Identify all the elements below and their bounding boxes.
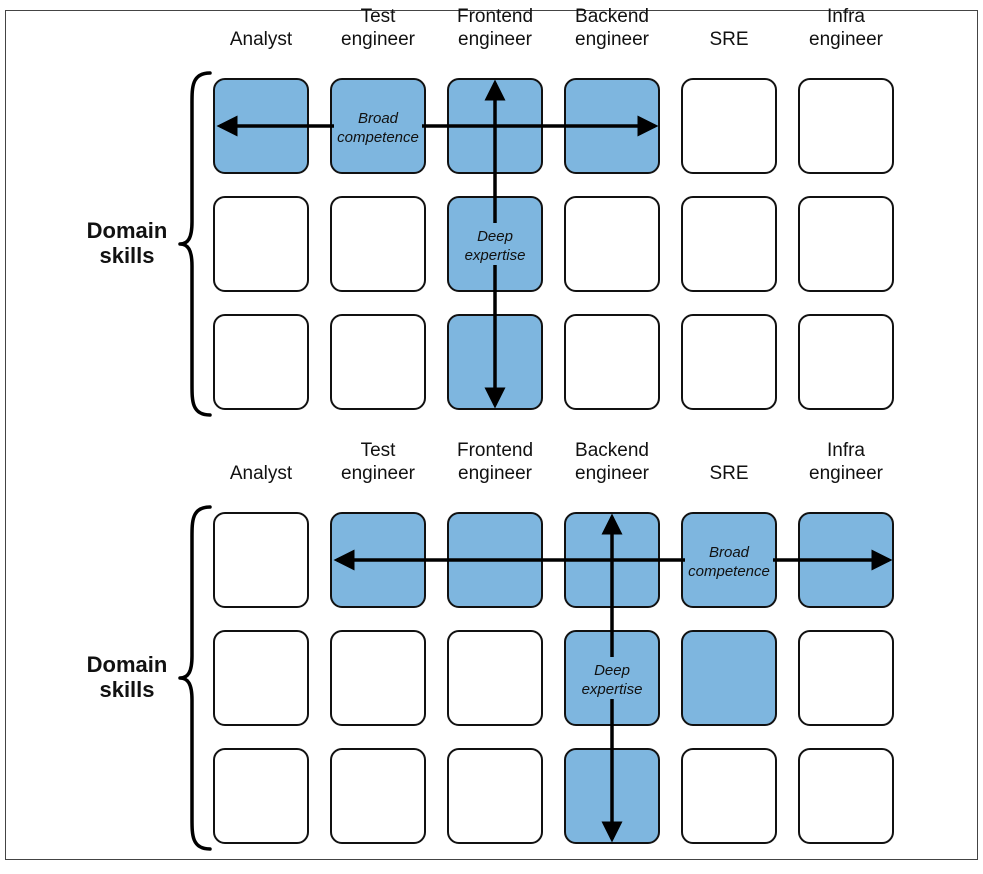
column-header-line: Analyst [230,463,293,484]
skill-cell-empty [798,196,894,292]
skill-cell-empty [213,630,309,726]
column-header: SRE [709,463,748,484]
column-header-line: SRE [709,463,748,484]
side-label-line: Domain [87,218,168,243]
column-header: SRE [709,29,748,50]
deep-expertise-label-bg [574,657,650,699]
skill-cell-empty [447,630,543,726]
deep-expertise-label-line: Deep [477,228,513,245]
column-header-line: Frontend [457,440,533,461]
skill-cell-empty [681,196,777,292]
broad-competence-label: Broad competence [337,110,419,146]
column-header-line: Infra [827,440,865,461]
skill-cell-empty [798,78,894,174]
skill-cell-empty [213,512,309,608]
deep-expertise-label-bg [457,223,533,265]
skill-cell-filled [681,630,777,726]
column-header-line: Infra [827,6,865,27]
column-header-line: Test [361,6,397,27]
skill-cell-empty [564,314,660,410]
skill-cell-empty [798,314,894,410]
column-header-line: engineer [458,463,533,484]
skill-cell-empty [447,748,543,844]
skill-cell-empty [330,314,426,410]
deep-expertise-label: Deep expertise [465,228,526,264]
column-header-line: engineer [575,463,650,484]
deep-expertise-label-line: Deep [594,662,630,679]
column-header-line: engineer [809,463,884,484]
column-header-line: engineer [809,29,884,50]
skill-cell-empty [213,196,309,292]
broad-competence-label-line: Broad [709,544,750,561]
broad-competence-label-line: competence [688,563,770,580]
broad-competence-label-bg [685,539,773,581]
column-header-line: Test [361,440,397,461]
side-label-line: Domain [87,652,168,677]
deep-expertise-label-line: expertise [582,681,643,698]
skill-cell-empty [330,630,426,726]
skill-cell-empty [798,630,894,726]
column-header: Analyst [230,29,293,50]
skill-cell-empty [681,748,777,844]
column-header-line: engineer [458,29,533,50]
column-header-line: Backend [575,440,649,461]
skill-cell-empty [798,748,894,844]
column-header-line: engineer [341,463,416,484]
deep-expertise-label-line: expertise [465,247,526,264]
column-header-line: Frontend [457,6,533,27]
column-header-line: SRE [709,29,748,50]
broad-competence-label: Broad competence [688,544,770,580]
skill-cell-empty [330,196,426,292]
broad-competence-label-line: competence [337,129,419,146]
column-header-line: engineer [575,29,650,50]
side-label-line: skills [99,243,154,268]
column-header: Analyst [230,463,293,484]
column-header-line: engineer [341,29,416,50]
skill-cell-empty [330,748,426,844]
skill-cell-empty [213,748,309,844]
skill-cell-empty [213,314,309,410]
column-header-line: Analyst [230,29,293,50]
domain-brace [178,71,212,417]
column-header-line: Backend [575,6,649,27]
broad-competence-label-line: Broad [358,110,399,127]
side-label-line: skills [99,677,154,702]
figure-frame [5,10,978,860]
skill-cell-empty [681,78,777,174]
domain-brace [178,505,212,851]
skill-cell-empty [564,196,660,292]
skill-cell-empty [681,314,777,410]
broad-competence-label-bg [334,105,422,147]
deep-expertise-label: Deep expertise [582,662,643,698]
